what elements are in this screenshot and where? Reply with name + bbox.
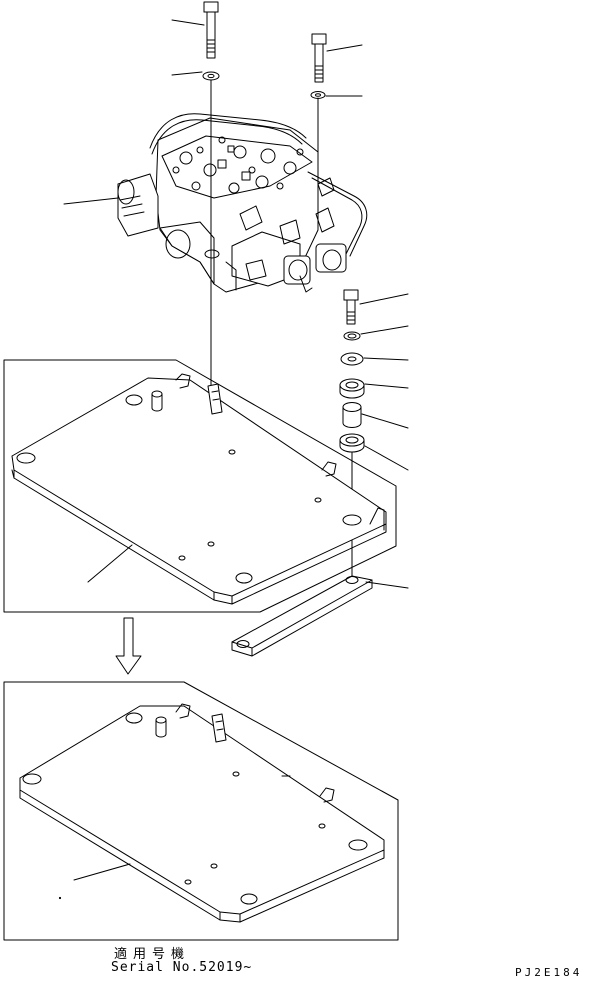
rubber-mount-upper [340, 379, 364, 398]
strip-plate [232, 576, 372, 656]
upper-detail-frame [4, 360, 396, 612]
applicable-models-note: 適用号機 [114, 947, 191, 962]
leader-line [366, 582, 408, 588]
mounting-plate-upper [12, 374, 386, 604]
washer-top-left [203, 72, 219, 80]
leader-line [364, 358, 408, 360]
leader-line [88, 545, 132, 582]
leader-line [64, 198, 118, 204]
collar [343, 403, 361, 428]
leader-line [365, 384, 408, 388]
leader-line [172, 20, 204, 25]
leader-line [172, 72, 202, 75]
bolt-right [344, 290, 358, 324]
leader-line [327, 45, 362, 51]
bolt-top-left [204, 2, 218, 58]
bolt-top-right [312, 34, 326, 82]
lock-washer [344, 332, 360, 340]
leader-line [360, 294, 408, 304]
leader-line [362, 414, 408, 428]
lower-detail-frame [4, 682, 398, 940]
flat-washer [341, 353, 363, 365]
serial-number-note: Serial No.52019~ [111, 960, 253, 975]
arrow-down-icon [116, 618, 141, 674]
rubber-mount-lower [340, 434, 364, 452]
control-valve-assembly [118, 114, 367, 292]
leader-line [361, 326, 408, 334]
washer-top-right [311, 92, 325, 99]
leader-line [74, 864, 130, 880]
mounting-plate-lower [20, 704, 384, 922]
mark-dot [59, 897, 60, 898]
drawing-code: PJ2E184 [515, 966, 583, 979]
leader-line [365, 446, 408, 470]
